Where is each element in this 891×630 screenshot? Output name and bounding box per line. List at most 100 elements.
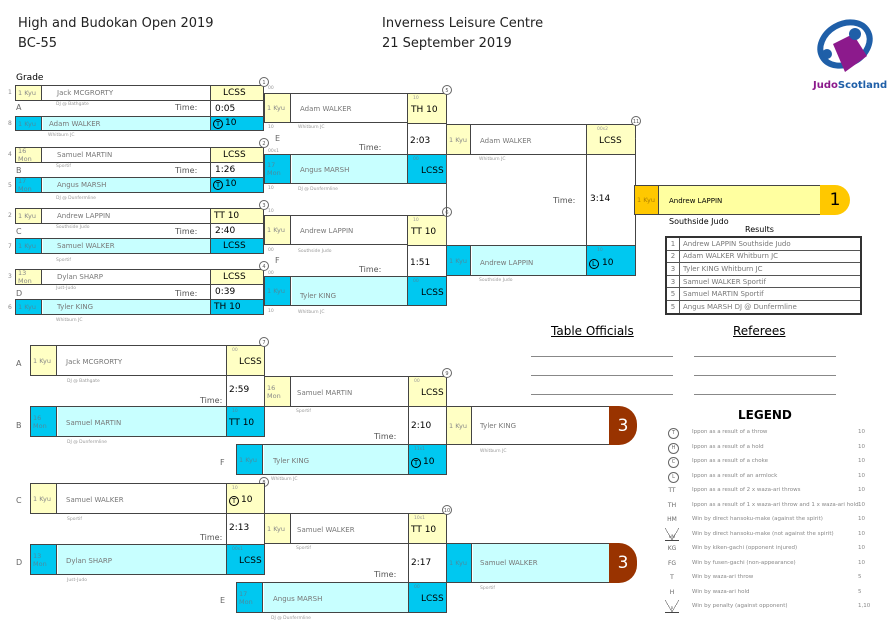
contest-number: 9 (442, 368, 452, 378)
competitor-name: Angus MARSH (273, 595, 323, 603)
white-competitor-row[interactable]: 1 Kyu Samuel WALKER (30, 483, 227, 514)
competitor-grade: 13 Mon (31, 545, 57, 574)
white-competitor-row[interactable]: 16 Mon Samuel MARTIN (15, 147, 211, 163)
time-label: Time: (359, 143, 382, 152)
competitor-grade: 1 Kyu (635, 186, 659, 214)
ippon-throw-icon: T (229, 496, 239, 506)
competitor-grade: 1 Kyu (237, 445, 263, 474)
blue-competitor-row[interactable]: 1 Kyu Tyler KING (15, 299, 211, 315)
competitor-grade: 1 Kyu (16, 239, 42, 253)
seed-number: 8 (8, 120, 12, 127)
legend-description: Ippon as a result of a throw (692, 429, 768, 435)
white-score: 00s2 LCSS (586, 124, 636, 155)
blue-competitor-row[interactable]: 1 Kyu Adam WALKER (15, 116, 211, 131)
competitor-grade: 1 Kyu (447, 544, 472, 582)
pool-label: A (16, 103, 22, 112)
white-score: 00 LCSS (408, 376, 447, 407)
competitor-club: Sportif (56, 258, 71, 263)
white-score: LCSS (210, 269, 264, 285)
winner-row[interactable]: 1 Kyu Andrew LAPPIN (634, 185, 821, 215)
white-competitor-row[interactable]: 1 Kyu Jack MCGRORTY (30, 345, 227, 376)
white-score: 10s1 TT 10 (408, 513, 447, 544)
referee-signature-line[interactable] (694, 394, 836, 395)
white-competitor-row[interactable]: 1 Kyu Andrew LAPPIN (15, 208, 211, 224)
event-title: High and Budokan Open 2019 (18, 16, 214, 31)
competitor-club: Whitburn JC (298, 310, 325, 315)
pool-label: B (16, 166, 22, 175)
blue-competitor-row[interactable]: 16 Mon Samuel MARTIN (30, 406, 227, 437)
legend-points: 10 (858, 472, 865, 479)
referee-signature-line[interactable] (694, 375, 836, 376)
legend-points: 10 (858, 429, 865, 435)
contest-number: 6 (442, 207, 452, 217)
competitor-club: DJ @ Dunfermline (56, 196, 96, 201)
blue-score: 00 LCSS (407, 154, 447, 184)
competitor-name: Samuel WALKER (66, 496, 124, 504)
table-official-signature-line[interactable] (531, 356, 673, 357)
time-label: Time: (374, 432, 397, 441)
time-label: Time: (200, 533, 223, 542)
bronze-winner-row[interactable]: 1 Kyu Tyler KING (446, 406, 610, 445)
competitor-grade: 1 Kyu (265, 514, 291, 543)
competitor-club: DJ @ Dunfermline (67, 440, 107, 445)
pool-label: C (16, 227, 22, 236)
contest-number: 5 (442, 85, 452, 95)
white-competitor-row[interactable]: 1 Kyu Jack MCGRORTY (15, 85, 211, 101)
competitor-grade: 1 Kyu (447, 246, 471, 275)
legend-description: Ippon as a result of 2 x waza-ari throws (692, 487, 801, 493)
white-competitor-row[interactable]: 1 Kyu Adam WALKER (264, 93, 409, 123)
seed-number: 2 (8, 212, 12, 219)
prev-score: 10 (268, 309, 274, 314)
white-score: 10 T 10 (226, 483, 265, 514)
referee-signature-line[interactable] (694, 356, 836, 357)
bronze-winner-row[interactable]: 1 Kyu Samuel WALKER (446, 543, 610, 583)
contest-number: 4 (259, 261, 269, 271)
white-score: TT 10 (210, 208, 264, 224)
competitor-grade: 1 Kyu (265, 216, 291, 244)
blue-competitor-row[interactable]: 1 Kyu Tyler KING (264, 276, 409, 306)
white-competitor-row[interactable]: 1 Kyu Andrew LAPPIN (264, 215, 409, 245)
blue-competitor-row[interactable]: 17 Mon Angus MARSH (15, 177, 211, 193)
competitor-name: Adam WALKER (480, 137, 532, 145)
white-score: 10 TT 10 (407, 215, 447, 246)
kg-code-label: KG (667, 545, 677, 552)
competitor-club: Sportif (296, 546, 311, 551)
competitor-club: Just-Judo (56, 286, 76, 291)
legend-points: 10 (858, 443, 865, 450)
blue-competitor-row[interactable]: 13 Mon Dylan SHARP (30, 544, 227, 575)
ippon-armlock-icon: L (668, 471, 679, 483)
white-score: 10 TH 10 (407, 93, 447, 124)
contest-time: 2:13 (226, 513, 265, 545)
white-competitor-row[interactable]: 1 Kyu Adam WALKER (446, 124, 588, 155)
white-competitor-row[interactable]: 13 Mon Dylan SHARP (15, 269, 211, 285)
blue-competitor-row[interactable]: 17 Mon Angus MARSH (236, 582, 410, 613)
legend-description: Win by direct hansoku-make (not against … (692, 530, 834, 537)
legend-points: 10 (858, 545, 865, 551)
contest-time: 3:14 (586, 154, 636, 246)
competitor-grade: 1 Kyu (447, 125, 471, 154)
pool-label: E (220, 596, 226, 605)
time-label: Time: (374, 570, 397, 579)
table-official-signature-line[interactable] (531, 394, 673, 395)
competitor-name: Tyler KING (57, 303, 93, 311)
blue-competitor-row[interactable]: 1 Kyu Tyler KING (236, 444, 410, 475)
seed-number: 7 (8, 243, 12, 250)
t-code-label: T (670, 574, 674, 581)
white-competitor-row[interactable]: 16 Mon Samuel MARTIN (264, 376, 410, 407)
competitor-grade: 17 Mon (237, 583, 263, 612)
blue-competitor-row[interactable]: 17 Mon Angus MARSH (264, 154, 409, 184)
competitor-name: Dylan SHARP (57, 273, 104, 281)
white-competitor-row[interactable]: 1 Kyu Samuel WALKER (264, 513, 410, 544)
blue-competitor-row[interactable]: 1 Kyu Samuel WALKER (15, 238, 211, 254)
table-official-signature-line[interactable] (531, 375, 673, 376)
blue-competitor-row[interactable]: 1 Kyu Andrew LAPPIN (446, 245, 588, 276)
ippon-throw-icon: T (213, 119, 223, 129)
ippon-throw-icon: T (411, 458, 421, 468)
competitor-name: Jack MCGRORTY (57, 89, 114, 97)
date-label: 21 September 2019 (382, 36, 512, 51)
